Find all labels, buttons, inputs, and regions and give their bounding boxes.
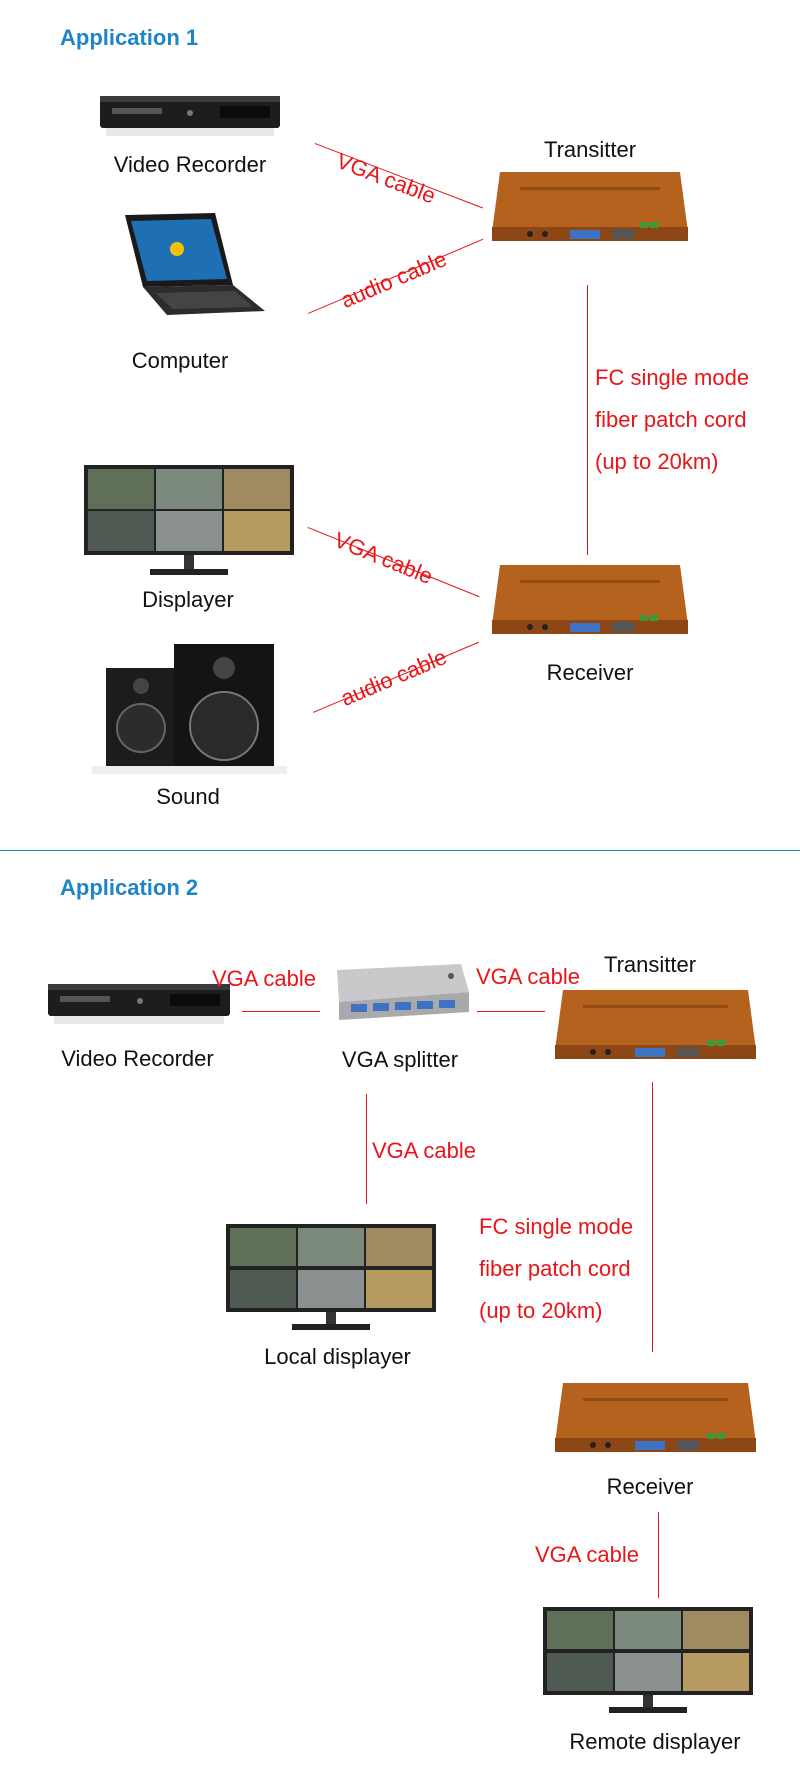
vga-cable-right-label: VGA cable — [476, 964, 580, 989]
monitor-icon — [84, 465, 294, 575]
remote-monitor-icon — [543, 1607, 753, 1713]
fiber-line-1: FC single mode — [595, 365, 750, 390]
transmitter-label: Transitter — [543, 137, 637, 162]
computer-label: Computer — [131, 348, 229, 373]
fiber-line-3-app2: (up to 20km) — [479, 1298, 603, 1323]
vga-cable-left-label: VGA cable — [212, 966, 316, 991]
transmitter-device-icon-2 — [555, 990, 756, 1059]
fiber-line-2-app2: fiber patch cord — [479, 1256, 631, 1281]
receiver-label-2: Receiver — [606, 1474, 694, 1499]
displayer-label: Displayer — [142, 587, 234, 612]
receiver-device-icon — [492, 565, 688, 634]
receiver-device-icon-2 — [555, 1383, 756, 1452]
fiber-line-2: fiber patch cord — [595, 407, 747, 432]
vga-cable-down-label: VGA cable — [372, 1138, 476, 1163]
fiber-line-3: (up to 20km) — [595, 449, 719, 474]
application-1-heading: Application 1 — [60, 25, 199, 50]
application-2-heading: Application 2 — [60, 875, 199, 900]
video-recorder-label: Video Recorder — [113, 152, 267, 177]
vga-cable-label: VGA cable — [333, 148, 440, 209]
local-displayer-label: Local displayer — [264, 1344, 411, 1369]
local-monitor-icon — [226, 1224, 436, 1330]
laptop-icon — [125, 213, 265, 315]
sound-label: Sound — [156, 784, 220, 809]
section-divider — [0, 850, 800, 851]
vga-cable-label-2: VGA cable — [330, 527, 437, 590]
transmitter-device-icon — [492, 172, 688, 241]
vga-cable-receiver-label: VGA cable — [535, 1542, 639, 1567]
fiber-line-1-app2: FC single mode — [479, 1214, 634, 1239]
vga-splitter-label: VGA splitter — [341, 1047, 459, 1072]
receiver-label: Receiver — [546, 660, 634, 685]
transmitter-label-2: Transitter — [603, 952, 697, 977]
audio-cable-label-2: audio cable — [337, 644, 451, 712]
video-recorder-label-2: Video Recorder — [61, 1046, 214, 1071]
remote-displayer-label: Remote displayer — [569, 1729, 741, 1754]
vga-splitter-icon — [337, 964, 469, 1020]
video-recorder-icon — [100, 96, 280, 136]
speakers-icon — [92, 644, 287, 774]
audio-cable-label: audio cable — [337, 246, 451, 314]
video-recorder-icon-2 — [48, 984, 230, 1024]
